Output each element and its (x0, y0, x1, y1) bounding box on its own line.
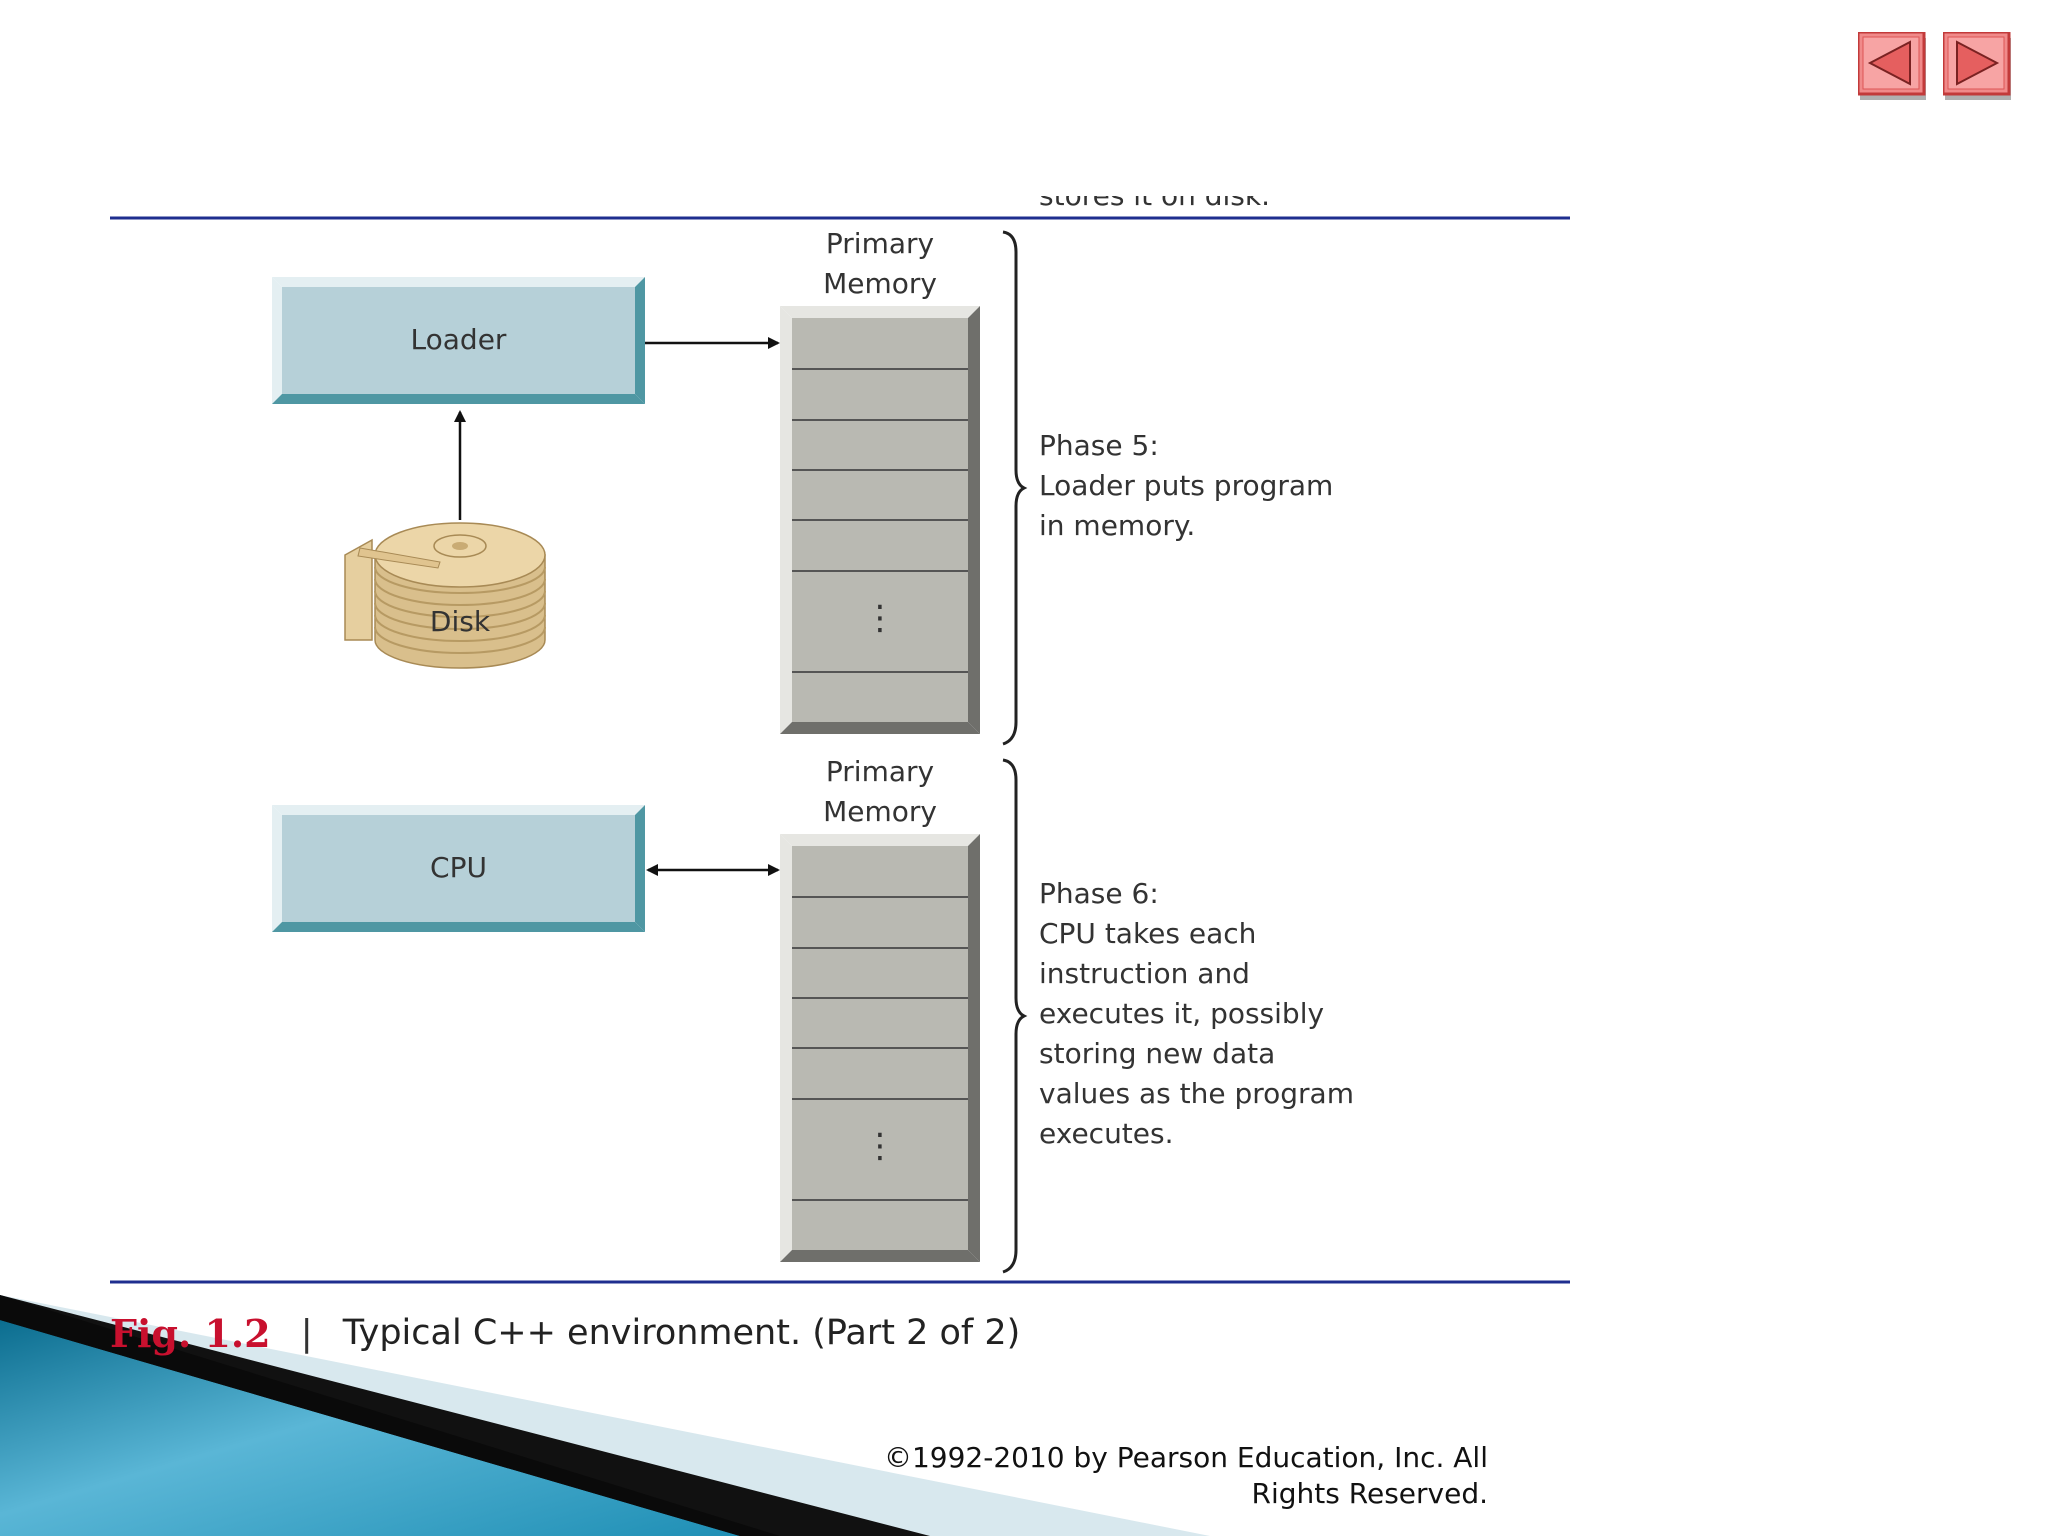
upper-memory-column (780, 306, 980, 734)
phase6-description: Phase 6: CPU takes each instruction and … (1039, 877, 1354, 1150)
phase5-description: Phase 5: Loader puts program in memory. (1039, 429, 1334, 542)
arrow-right-icon (1941, 30, 2011, 100)
cpu-box (272, 805, 645, 932)
lower-memory-column (780, 834, 980, 1262)
upper-memory-label: Primary Memory (823, 227, 937, 300)
phase5-brace (1002, 230, 1028, 746)
lower-memory-label: Primary Memory (823, 755, 937, 828)
phase6-brace (1002, 758, 1028, 1274)
disk-label: Disk (429, 605, 491, 638)
figure-number: Fig. 1.2 (110, 1310, 271, 1356)
disk-icon (344, 522, 546, 669)
lower-memory-ellipsis: ⋮ (863, 1126, 897, 1166)
cpu-label: CPU (430, 851, 487, 884)
upper-memory-ellipsis: ⋮ (863, 598, 897, 638)
caption-text: Typical C++ environment. (Part 2 of 2) (342, 1313, 1021, 1353)
copyright-notice: ©1992-2010 by Pearson Education, Inc. Al… (883, 1441, 1488, 1510)
prev-slide-button[interactable] (1856, 30, 1928, 102)
phase4-cut-text: stores it on disk. (1039, 196, 1339, 218)
loader-box (272, 277, 645, 404)
loader-label: Loader (410, 323, 507, 356)
figure-caption: Fig. 1.2 | Typical C++ environment. (Par… (110, 1308, 1020, 1358)
next-slide-button[interactable] (1941, 30, 2013, 102)
caption-separator: | (300, 1312, 313, 1354)
arrow-left-icon (1856, 30, 1926, 100)
